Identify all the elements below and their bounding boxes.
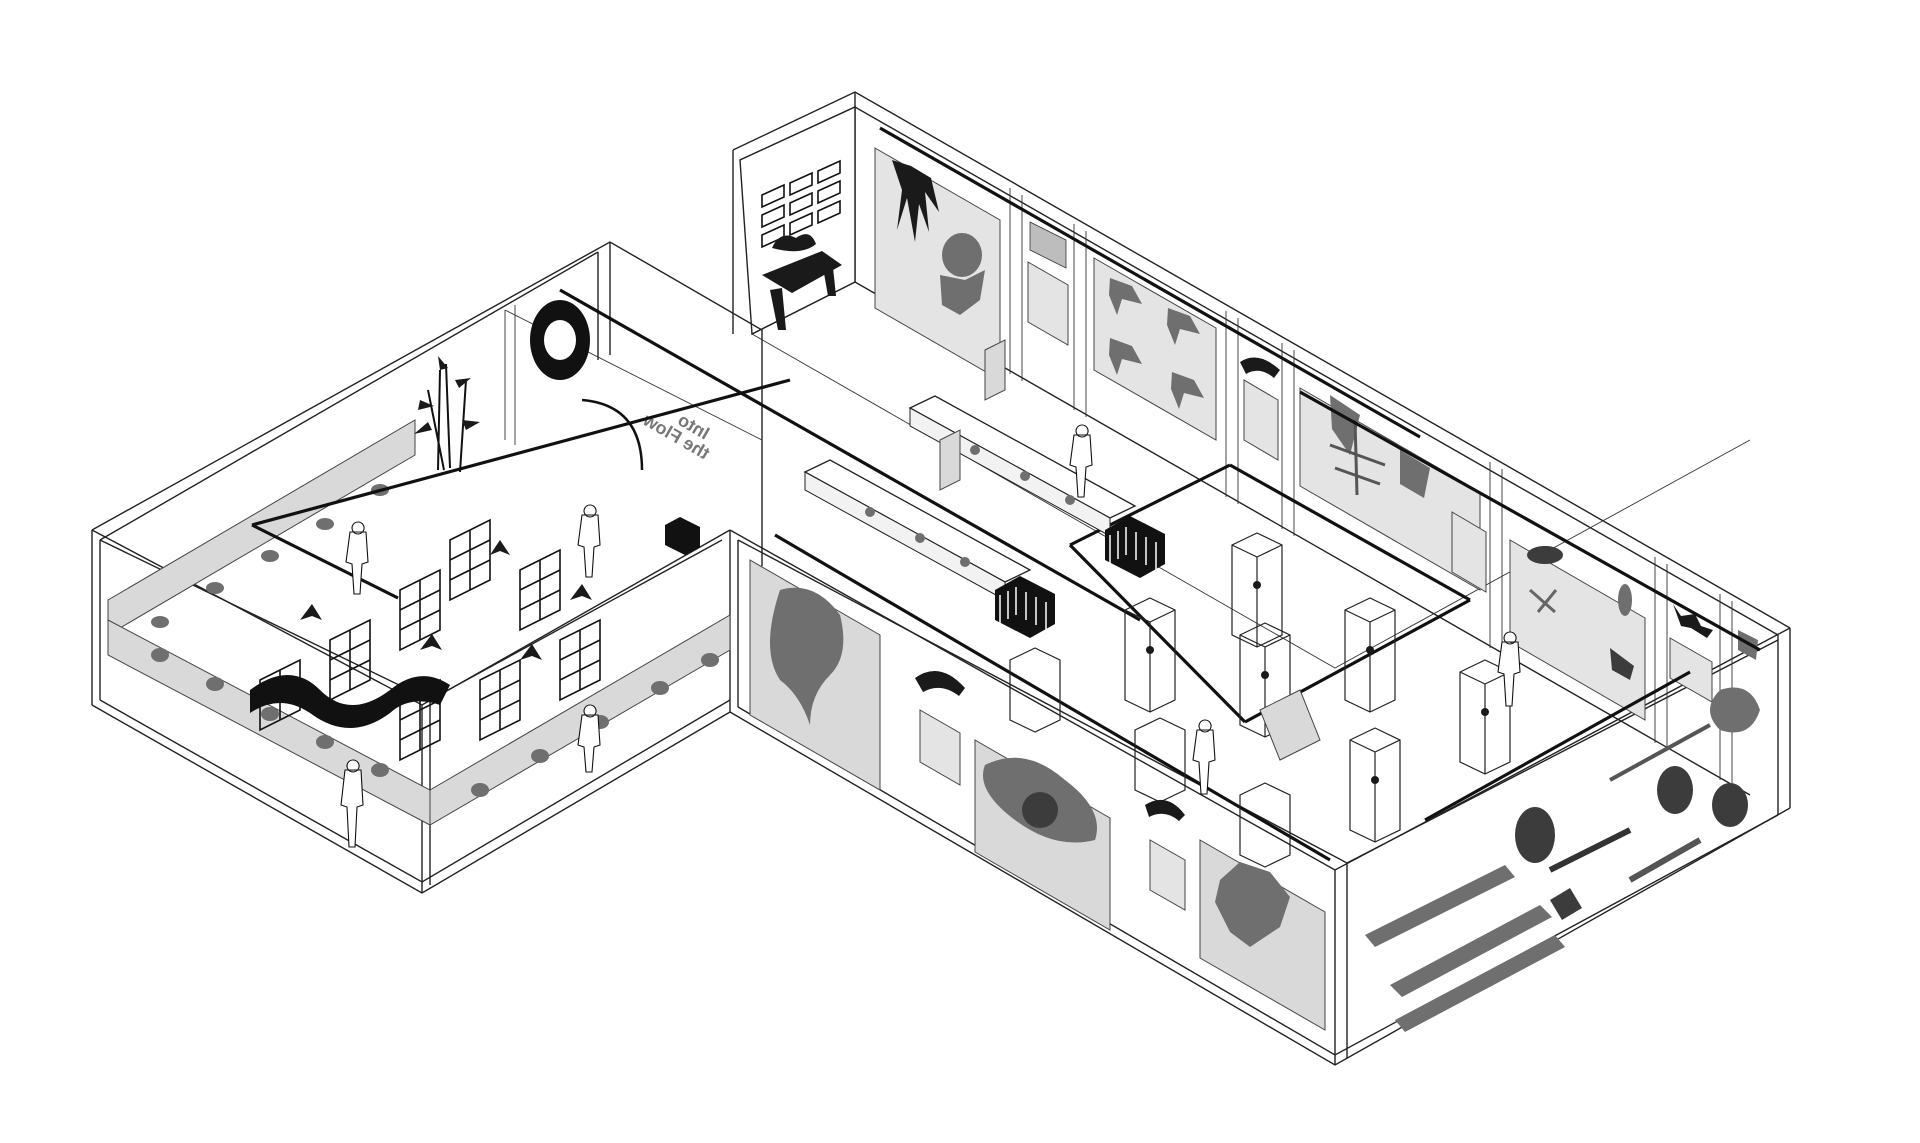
visitors bbox=[340, 424, 1521, 848]
bird-cages bbox=[665, 516, 1165, 638]
potted-plants bbox=[300, 540, 592, 660]
wave-sculpture bbox=[250, 675, 450, 728]
freestanding-panel bbox=[939, 339, 1321, 761]
left-room-walls bbox=[91, 241, 763, 894]
entrance-wall bbox=[739, 105, 856, 336]
front-wall-panels bbox=[749, 559, 1326, 1031]
glass-vitrines bbox=[1009, 532, 1511, 868]
right-front-wall-kites bbox=[1365, 687, 1760, 1032]
back-wall-panels bbox=[874, 147, 1758, 721]
vitrine-exhibits bbox=[1146, 581, 1489, 784]
bamboo-plant bbox=[414, 356, 480, 473]
track-lights bbox=[251, 126, 1761, 862]
moon-gate bbox=[530, 300, 644, 471]
